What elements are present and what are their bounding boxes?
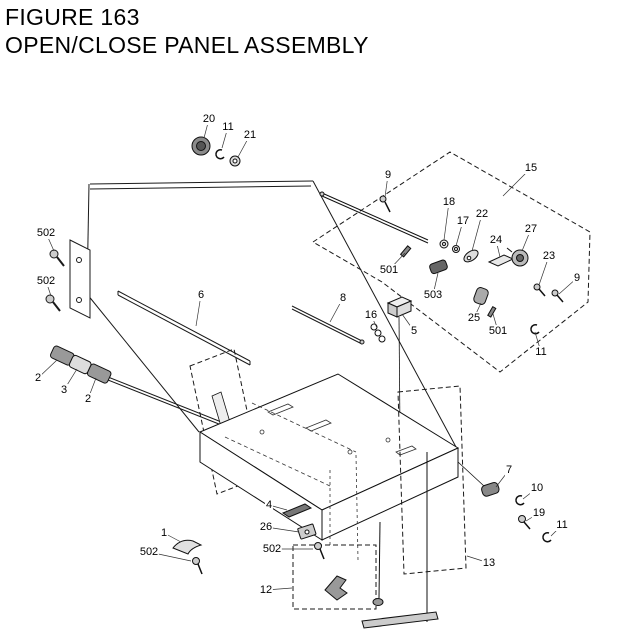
panel-details <box>224 402 417 561</box>
right-side-parts <box>457 461 552 543</box>
leader-line-19 <box>525 512 540 522</box>
roller-2b <box>86 363 112 384</box>
nut-21 <box>229 155 241 167</box>
rod-part-8 <box>291 305 365 345</box>
leader-line-9 <box>384 174 389 198</box>
screw-502-bottom-left <box>192 557 203 575</box>
leader-line-502 <box>148 551 192 562</box>
left-bracket <box>45 239 91 319</box>
leader-line-16 <box>370 314 378 329</box>
clip-11-right <box>530 323 540 335</box>
pin-501-left <box>399 245 412 258</box>
spring-16 <box>370 323 386 343</box>
leader-line-17 <box>455 220 464 247</box>
leader-line-3 <box>63 368 78 391</box>
screw-19 <box>518 515 531 530</box>
knob-group-20-11-21 <box>191 136 241 167</box>
leader-line-7 <box>495 469 510 488</box>
panel-front-face <box>321 447 459 541</box>
bracket-26 <box>297 523 317 540</box>
screw-502-bottom-mid <box>314 542 325 560</box>
leader-line-13 <box>466 555 490 564</box>
main-panel <box>198 373 460 561</box>
leader-line-9 <box>558 277 578 295</box>
leader-line-26 <box>265 526 300 533</box>
rollers-2-3-2 <box>49 345 112 384</box>
leader-line-2 <box>87 377 97 400</box>
screw-502-upper <box>49 249 65 267</box>
link-22 <box>463 249 479 263</box>
screw-9-right <box>551 289 564 303</box>
bottom-left-parts <box>172 503 325 575</box>
plate-24 <box>487 254 515 267</box>
link-shaft <box>321 192 429 241</box>
leader-line-15 <box>502 167 532 197</box>
lever-1 <box>172 539 203 555</box>
linkage-parts <box>319 191 564 335</box>
dashed-region-12 <box>292 544 377 610</box>
leader-line-11 <box>534 331 542 353</box>
leader-line-8 <box>329 297 344 323</box>
leader-line-10 <box>522 487 538 500</box>
bottom-center-parts <box>361 452 439 629</box>
clip-11-bottom <box>542 531 552 543</box>
leader-line-2 <box>37 359 58 379</box>
bottom-strip-part <box>361 611 439 629</box>
washer-18 <box>439 239 449 249</box>
leader-line-25 <box>473 302 482 319</box>
block-5 <box>386 296 413 433</box>
roller-25 <box>473 287 489 305</box>
leader-line-5 <box>401 313 415 332</box>
pin-501-right <box>487 305 497 318</box>
figure-header: FIGURE 163 OPEN/CLOSE PANEL ASSEMBLY <box>5 3 369 59</box>
roller-503 <box>429 259 448 275</box>
dashed-region-15 <box>312 151 591 373</box>
leader-line-21 <box>237 134 251 158</box>
screw-502-lower <box>45 294 61 312</box>
leader-line-1 <box>163 532 182 543</box>
leader-line-503 <box>432 272 439 296</box>
dashed-region-13 <box>397 385 467 575</box>
clip-10 <box>515 494 525 506</box>
leader-line-27 <box>521 228 532 252</box>
leader-line-20 <box>203 118 210 139</box>
leader-line-12 <box>265 587 293 591</box>
leader-line-501 <box>388 252 406 271</box>
leader-line-502 <box>45 280 52 297</box>
leader-line-11 <box>550 524 563 537</box>
leader-line-501 <box>492 313 499 332</box>
washer-17 <box>452 245 460 253</box>
figure-number: FIGURE 163 <box>5 4 140 30</box>
hook-part-12 <box>324 575 348 601</box>
leader-line-22 <box>471 213 483 252</box>
leader-line-502 <box>45 232 55 252</box>
leader-line-11 <box>221 126 229 149</box>
knob-27 <box>506 247 529 267</box>
leader-line-24 <box>495 239 501 258</box>
figure-title: OPEN/CLOSE PANEL ASSEMBLY <box>5 32 369 58</box>
leader-line-18 <box>443 201 450 241</box>
roller-7 <box>481 482 500 497</box>
clip-11-top <box>215 148 225 160</box>
plate-4 <box>281 503 313 518</box>
rod-part-6 <box>117 290 251 366</box>
leader-line-23 <box>538 255 550 286</box>
leader-line-6 <box>195 294 202 327</box>
screw-9-top <box>379 195 391 213</box>
screw-23 <box>533 283 546 297</box>
